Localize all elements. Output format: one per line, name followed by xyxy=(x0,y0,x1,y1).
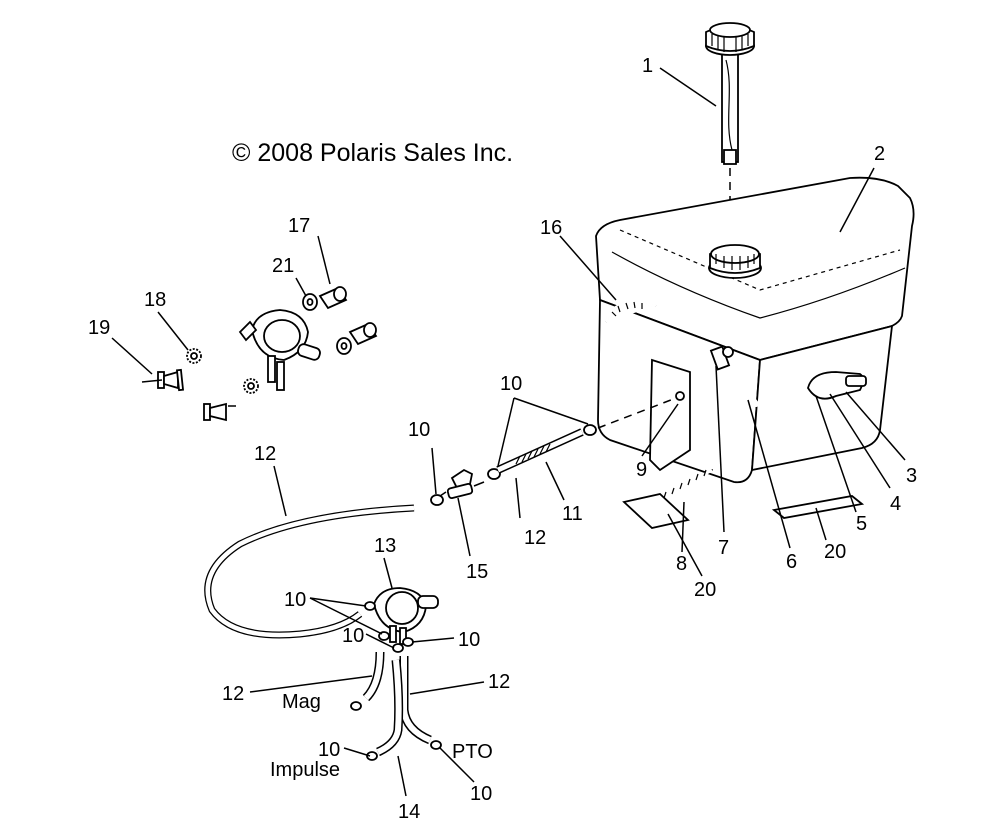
callout-3: 3 xyxy=(906,465,917,487)
grommet-part xyxy=(318,286,378,346)
lock-washer-part xyxy=(186,348,259,394)
callout-10-pto: 10 xyxy=(470,783,492,805)
hose-clamps xyxy=(350,424,597,761)
pto-hose-part xyxy=(399,656,432,745)
impulse-hose-part xyxy=(376,659,404,757)
callout-4: 4 xyxy=(890,493,901,515)
vent-hose-part xyxy=(604,300,657,323)
callout-2: 2 xyxy=(874,143,885,165)
callout-16: 16 xyxy=(540,217,562,239)
spring-part xyxy=(515,443,551,465)
callout-20-left: 20 xyxy=(694,579,716,601)
callout-19: 19 xyxy=(88,317,110,339)
callout-10-pump-outlet-right: 10 xyxy=(458,629,480,651)
shutoff-valve-part xyxy=(439,468,485,500)
callout-7: 7 xyxy=(718,537,729,559)
callout-15: 15 xyxy=(466,561,488,583)
fuel-gauge-part xyxy=(705,22,755,245)
callout-10-pump-inlet: 10 xyxy=(284,589,306,611)
callout-10-tank: 10 xyxy=(500,373,522,395)
pto-label: PTO xyxy=(452,741,493,763)
tank-vent-hose-part xyxy=(733,375,759,407)
callout-9: 9 xyxy=(636,459,647,481)
mounted-pump-part xyxy=(238,309,321,391)
callout-21: 21 xyxy=(272,255,294,277)
inline-fuel-pump-part xyxy=(373,587,439,645)
fuel-line-12-short xyxy=(496,428,584,474)
callout-12-mag: 12 xyxy=(222,683,244,705)
callout-10-impulse: 10 xyxy=(318,739,340,761)
pad-part xyxy=(622,493,865,529)
fuel-line-12-long xyxy=(204,504,415,639)
callout-12-pto: 12 xyxy=(488,671,510,693)
callout-8: 8 xyxy=(676,553,687,575)
leader-lines xyxy=(111,67,906,797)
callout-18: 18 xyxy=(144,289,166,311)
impulse-label: Impulse xyxy=(270,759,340,781)
callout-11: 11 xyxy=(562,503,583,525)
copyright-text: © 2008 Polaris Sales Inc. xyxy=(232,139,513,167)
callout-17: 17 xyxy=(288,215,310,237)
callout-14: 14 xyxy=(398,801,420,823)
callout-20-right: 20 xyxy=(824,541,846,563)
screw-part xyxy=(141,368,236,422)
callout-12-long: 12 xyxy=(254,443,276,465)
mag-hose-part xyxy=(362,651,385,702)
washer-part xyxy=(302,293,352,355)
callout-10-pump-outlet-left: 10 xyxy=(342,625,364,647)
callout-10-valve: 10 xyxy=(408,419,430,441)
fuel-tank-part xyxy=(595,176,915,484)
callout-numbers: 1 2 3 4 5 6 7 8 9 10 10 10 10 10 10 10 1… xyxy=(88,55,917,823)
callout-12-short: 12 xyxy=(524,527,546,549)
callout-1: 1 xyxy=(642,55,653,77)
callout-13: 13 xyxy=(374,535,396,557)
callout-6: 6 xyxy=(786,551,797,573)
strap-part xyxy=(655,468,713,504)
callout-5: 5 xyxy=(856,513,867,535)
mag-label: Mag xyxy=(282,691,321,713)
